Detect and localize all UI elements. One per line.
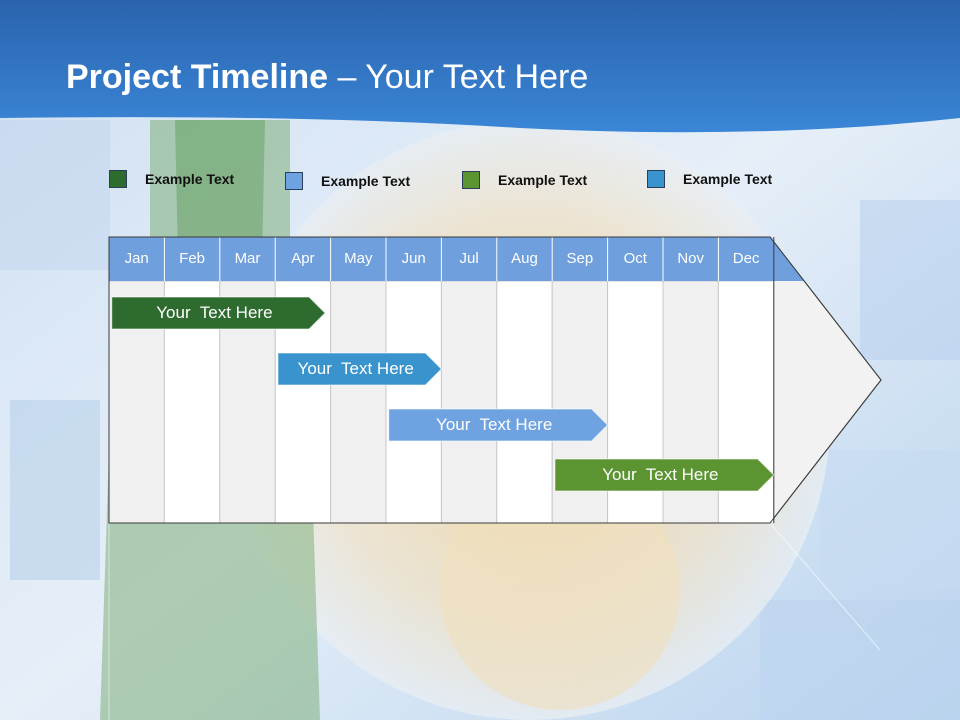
month-label-dec: Dec [732, 250, 760, 267]
legend-label: Example Text [683, 171, 773, 187]
legend-item-2: Example Text [285, 172, 410, 190]
month-label-nov: Nov [677, 250, 705, 267]
legend-label: Example Text [145, 171, 235, 187]
task-bar-3 [388, 408, 609, 442]
task-label: Your Text Here [297, 359, 414, 378]
page-title: Project Timeline – Your Text Here [66, 58, 588, 97]
task-bar-label-1: Your Text Here [112, 297, 317, 329]
month-label-apr: Apr [291, 250, 315, 267]
legend-label: Example Text [321, 173, 411, 189]
task-bar-1 [111, 296, 326, 330]
month-column [440, 280, 498, 524]
legend-swatch [462, 171, 480, 189]
task-label: Your Text Here [436, 415, 553, 434]
month-label-aug: Aug [511, 250, 538, 267]
title-bold: Project Timeline [66, 58, 329, 96]
task-bar-label-2: Your Text Here [278, 353, 433, 385]
month-label-jun: Jun [401, 250, 426, 267]
legend-swatch [109, 170, 127, 188]
month-label-mar: Mar [234, 250, 261, 267]
task-label: Your Text Here [602, 465, 719, 484]
task-label: Your Text Here [156, 303, 273, 322]
month-column [385, 280, 442, 524]
task-bar-2 [277, 352, 443, 386]
month-label-may: May [344, 250, 373, 267]
ice-cubes [0, 120, 960, 720]
legend-label: Example Text [498, 172, 588, 188]
month-label-feb: Feb [179, 250, 206, 267]
legend-item-1: Example Text [109, 170, 234, 188]
month-label-sep: Sep [566, 250, 594, 267]
task-bar-label-4: Your Text Here [555, 459, 766, 491]
month-label-jul: Jul [459, 250, 479, 267]
legend-swatch [285, 172, 303, 190]
title-banner [0, 0, 960, 133]
task-bar-label-3: Your Text Here [389, 409, 600, 441]
month-label-oct: Oct [623, 250, 647, 267]
legend-swatch [647, 170, 665, 188]
legend-item-4: Example Text [647, 170, 772, 188]
month-column [496, 280, 553, 524]
month-column [330, 280, 387, 524]
month-label-jan: Jan [124, 250, 149, 267]
task-bar-4 [554, 458, 775, 492]
title-rest: – Your Text Here [328, 58, 589, 96]
legend-item-3: Example Text [462, 171, 587, 189]
